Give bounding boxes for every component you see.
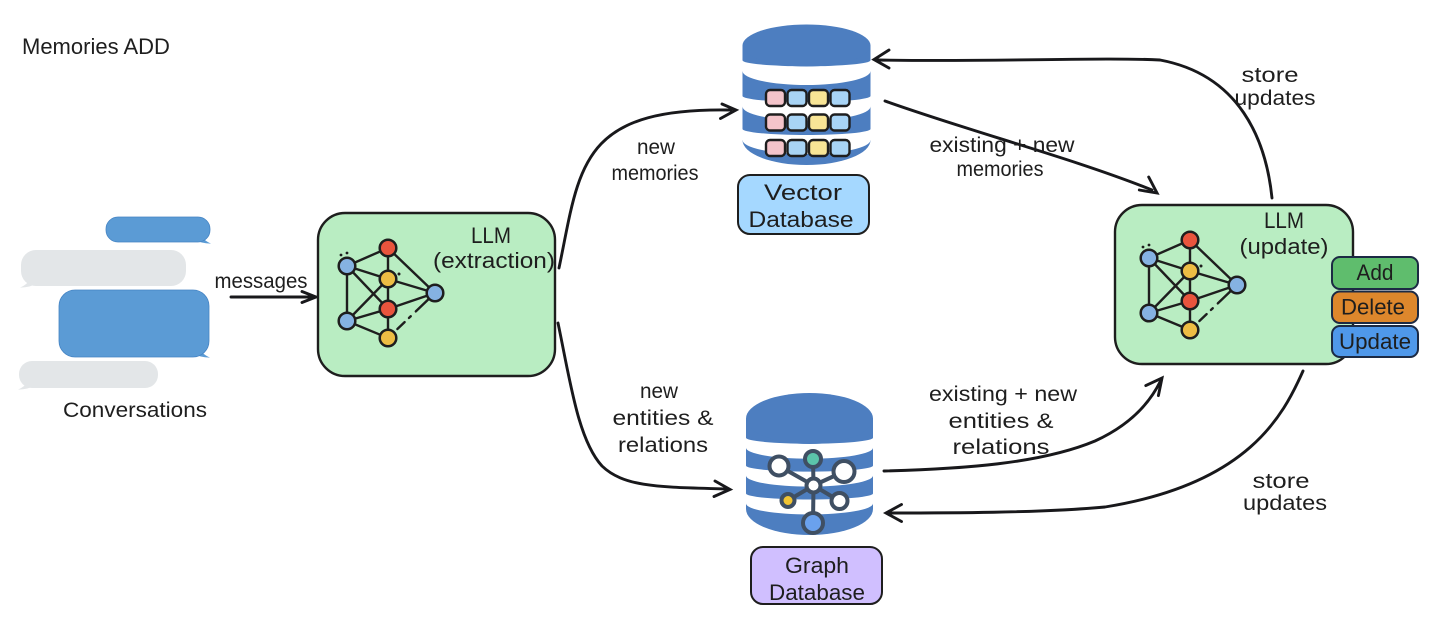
svg-text:LLM: LLM	[471, 223, 511, 248]
svg-text:Memories ADD: Memories ADD	[22, 34, 170, 59]
svg-text:Update: Update	[1339, 329, 1411, 354]
svg-text:memories: memories	[957, 157, 1044, 181]
svg-text:new: new	[637, 135, 675, 159]
svg-text:Graph: Graph	[785, 553, 849, 578]
svg-text:store: store	[1242, 63, 1299, 87]
svg-text:(extraction): (extraction)	[433, 248, 555, 273]
svg-text:relations: relations	[953, 435, 1050, 459]
svg-text:entities &: entities &	[949, 409, 1054, 433]
svg-text:Vector: Vector	[764, 180, 842, 205]
svg-text:relations: relations	[618, 433, 708, 457]
svg-text:Database: Database	[769, 580, 865, 605]
svg-text:entities &: entities &	[613, 406, 714, 430]
svg-text:new: new	[640, 379, 678, 403]
svg-text:Add: Add	[1357, 260, 1394, 285]
svg-text:Delete: Delete	[1341, 295, 1405, 320]
svg-text:messages: messages	[215, 270, 308, 293]
svg-text:existing + new: existing + new	[929, 382, 1078, 406]
svg-text:existing + new: existing + new	[930, 133, 1075, 157]
svg-text:updates: updates	[1243, 491, 1327, 515]
svg-text:LLM: LLM	[1264, 208, 1304, 233]
svg-text:(update): (update)	[1240, 234, 1329, 259]
svg-text:updates: updates	[1235, 86, 1316, 110]
svg-text:Database: Database	[749, 207, 854, 232]
svg-text:store: store	[1253, 469, 1310, 493]
svg-text:Conversations: Conversations	[63, 399, 207, 422]
svg-text:memories: memories	[612, 161, 699, 185]
